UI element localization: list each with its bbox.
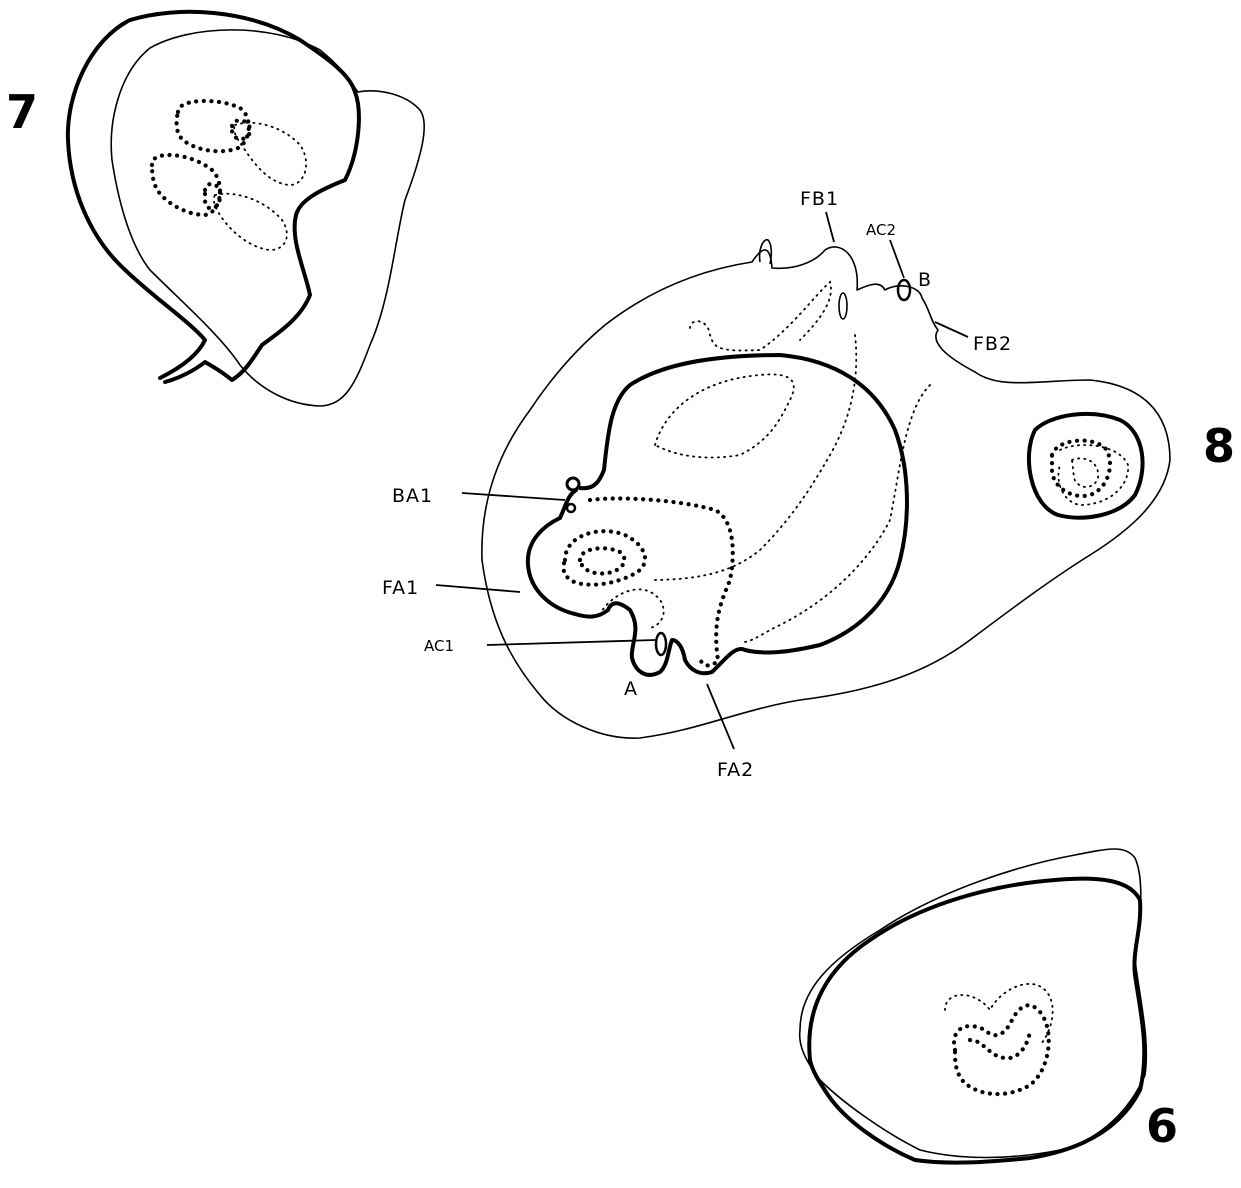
label-ac2: AC2 [866,221,896,239]
figure-8-number: 8 [1203,419,1235,473]
figure-8-ba1-circle-top [567,478,579,490]
figure-6-section: 6 [800,849,1178,1163]
figure-7-bold-dotted-loop-upper [177,101,249,151]
figure-6-bold-dotted-inner [970,1030,1030,1058]
figure-8-ac2-oval [898,280,910,300]
figure-8-bold-dotted-left-loop-outer [563,531,645,585]
leader-fa1 [436,585,520,592]
label-ac1: AC1 [424,637,454,655]
figure-7-inner-outline [68,12,359,382]
figure-6-bold-dotted-loop [954,1005,1049,1094]
label-fa1: FA1 [382,577,419,599]
figure-8-outer-outline [482,247,1170,738]
figure-8-fb1-small-lobe [839,293,847,319]
figure-6-number: 6 [1146,1099,1178,1153]
label-ba1: BA1 [392,485,433,507]
leader-ac2 [890,240,904,278]
figure-6-inner-outline [809,879,1144,1163]
leader-fb1 [826,212,834,242]
figure-7-outer-outline [111,30,424,406]
figure-8-ba1-circle-bottom [567,504,575,512]
label-a: A [624,678,638,700]
figure-8-section: 8 [382,188,1235,781]
leader-fb2 [935,322,968,337]
figure-7-number: 7 [6,85,38,139]
figure-8-right-nucleus-outline [1029,414,1143,518]
figure-8-fine-dotted-diagonal-1 [650,335,856,580]
leader-ba1 [462,493,565,500]
figure-8-right-nucleus-fine-dots [1058,445,1128,505]
leader-ac1 [487,640,655,645]
figure-6-fine-dotted-loop [945,984,1053,1045]
figure-8-ac1-oval [656,633,666,655]
figure-8-fine-dotted-upper-channel [690,282,831,350]
figure-7-fine-dotted-loop-upper [234,123,306,185]
label-fb2: FB2 [973,333,1012,355]
label-b: B [918,269,932,291]
figure-8-bold-dotted-left-loop-inner [580,548,624,573]
figure-7-fine-dotted-loop-lower [214,194,287,250]
label-fa2: FA2 [717,759,754,781]
figure-8-fine-dotted-diagonal-2 [745,385,930,642]
label-fb1: FB1 [800,188,839,210]
figure-7-section: 7 [6,12,424,406]
figure-8-fine-dotted-upper-loop [655,374,794,457]
